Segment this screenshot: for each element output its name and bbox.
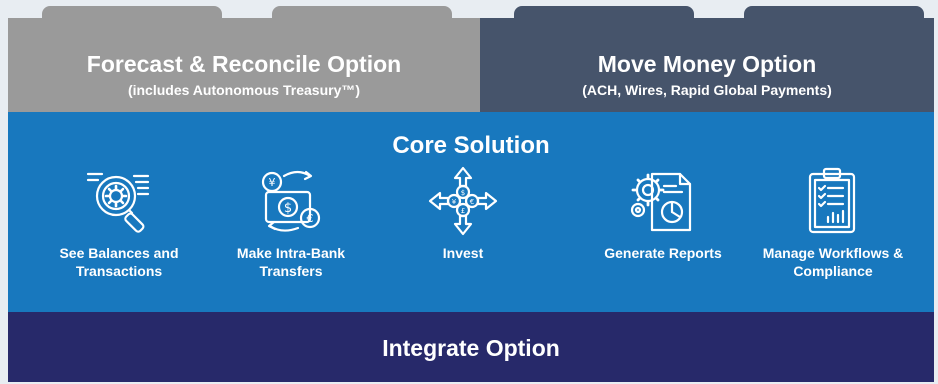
- svg-text:¥: ¥: [269, 176, 276, 189]
- core-item-workflows: Manage Workflows & Compliance: [748, 166, 918, 280]
- core-item-invest: $ ¥ € £ Invest: [378, 166, 548, 262]
- item-label-transfers: Make Intra-Bank Transfers: [236, 245, 346, 279]
- item-label-workflows: Manage Workflows & Compliance: [762, 245, 904, 279]
- svg-text:$: $: [284, 201, 292, 216]
- integrate-title: Integrate Option: [382, 335, 560, 361]
- item-label-invest: Invest: [442, 245, 484, 261]
- currency-transfer-icon: ¥ $ €: [261, 170, 321, 232]
- svg-text:¥: ¥: [452, 198, 457, 206]
- move-money-subtitle: (ACH, Wires, Rapid Global Payments): [582, 82, 832, 98]
- forecast-tab-right: [272, 6, 452, 20]
- move-tab-right: [744, 6, 924, 20]
- svg-text:$: $: [461, 189, 465, 197]
- forecast-title: Forecast & Reconcile Option: [86, 51, 402, 77]
- core-solution-panel: Core Solution See Balances and Transacti…: [8, 112, 934, 312]
- invest-arrows-icon: $ ¥ € £: [428, 166, 498, 236]
- integrate-panel: Integrate Option: [8, 312, 934, 382]
- item-label-reports: Generate Reports: [604, 245, 722, 261]
- core-item-reports: Generate Reports: [578, 166, 748, 262]
- forecast-reconcile-panel: Forecast & Reconcile Option (includes Au…: [8, 18, 480, 112]
- svg-text:£: £: [461, 207, 465, 215]
- core-item-transfers: ¥ $ € Make Intra-Bank Transfers: [206, 166, 376, 280]
- move-tab-left: [514, 6, 694, 20]
- core-item-balances: See Balances and Transactions: [34, 166, 204, 280]
- magnifier-gear-icon: [86, 172, 150, 233]
- move-money-title: Move Money Option: [597, 51, 817, 77]
- forecast-tab-left: [42, 6, 222, 20]
- clipboard-checklist-icon: [808, 167, 856, 234]
- move-money-panel: Move Money Option (ACH, Wires, Rapid Glo…: [480, 18, 934, 112]
- report-gears-icon: [630, 172, 692, 232]
- forecast-subtitle: (includes Autonomous Treasury™): [127, 82, 361, 98]
- core-title: Core Solution: [392, 132, 550, 159]
- item-label-balances: See Balances and Transactions: [59, 245, 179, 279]
- svg-text:€: €: [470, 198, 474, 206]
- svg-text:€: €: [307, 212, 314, 225]
